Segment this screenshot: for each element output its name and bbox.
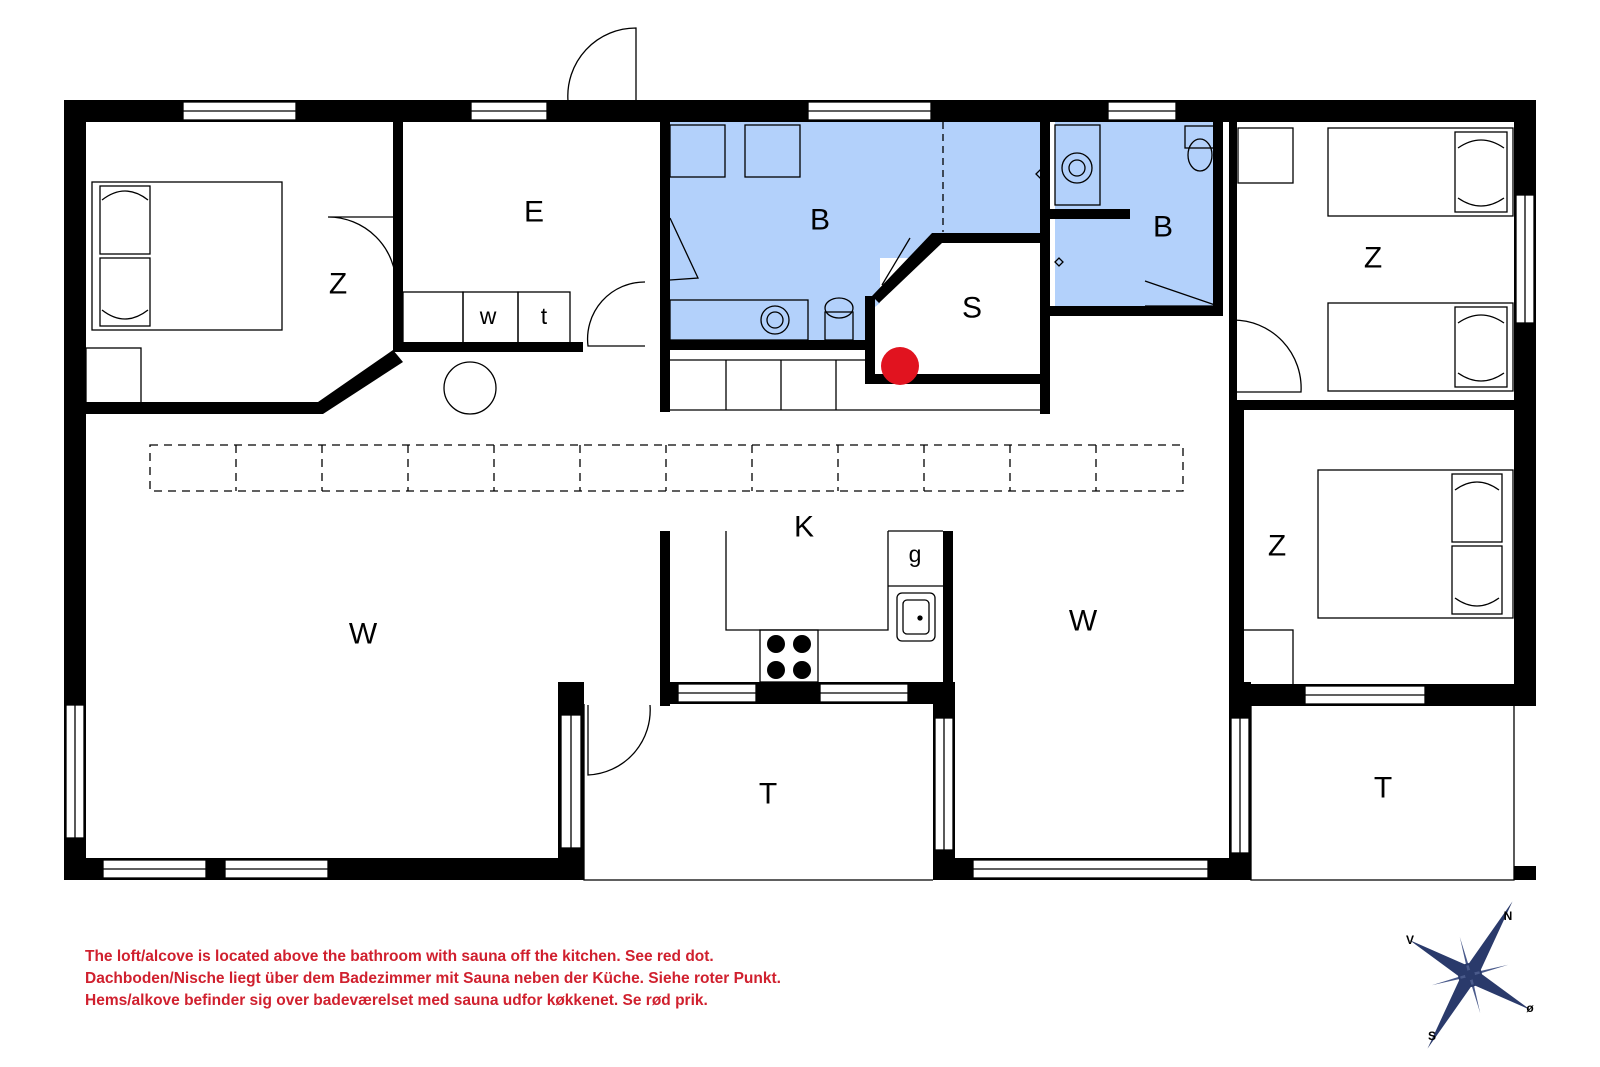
bed-ne-2 <box>1327 302 1514 392</box>
loft-red-dot <box>881 347 919 385</box>
stove-burners <box>767 635 811 679</box>
bathroom-east-fill <box>1055 122 1220 310</box>
fixture-label-fridge: g <box>909 541 922 567</box>
note-german: Dachboden/Nische liegt über dem Badezimm… <box>85 970 781 987</box>
room-label-t-mid: T <box>759 778 777 811</box>
fixture-label-washer: w <box>479 303 497 329</box>
bed-west <box>91 181 283 331</box>
loft-outline <box>149 444 1184 492</box>
terraces <box>583 704 1515 881</box>
room-label-w-east: W <box>1069 605 1098 638</box>
bed-ne-1 <box>1327 127 1514 217</box>
sink <box>896 592 936 642</box>
room-label-z-west: Z <box>329 268 347 301</box>
note-danish: Hems/alkove befinder sig over badeværels… <box>85 992 708 1009</box>
front-door <box>567 27 637 102</box>
room-label-bath-main: B <box>810 204 830 237</box>
compass-east: ø <box>1526 1001 1534 1015</box>
compass-south: S <box>1428 1029 1436 1043</box>
windows <box>65 101 1535 879</box>
compass-west: V <box>1406 933 1414 947</box>
compass-north: N <box>1504 909 1513 923</box>
round-table <box>443 361 497 415</box>
furniture <box>85 122 1514 686</box>
compass-rose <box>1409 901 1531 1049</box>
room-label-entry: E <box>524 196 544 229</box>
room-label-kitchen: K <box>794 511 814 544</box>
wardrobe-west <box>85 347 142 404</box>
room-label-bath-east: B <box>1153 211 1173 244</box>
room-label-z-se: Z <box>1268 530 1286 563</box>
room-label-w-west: W <box>349 618 378 651</box>
bed-se <box>1317 469 1514 619</box>
room-label-t-east: T <box>1374 772 1392 805</box>
fixture-label-dryer: t <box>541 303 548 329</box>
note-english: The loft/alcove is located above the bat… <box>85 948 714 965</box>
room-label-sauna: S <box>962 292 982 325</box>
room-label-z-ne: Z <box>1364 242 1382 275</box>
